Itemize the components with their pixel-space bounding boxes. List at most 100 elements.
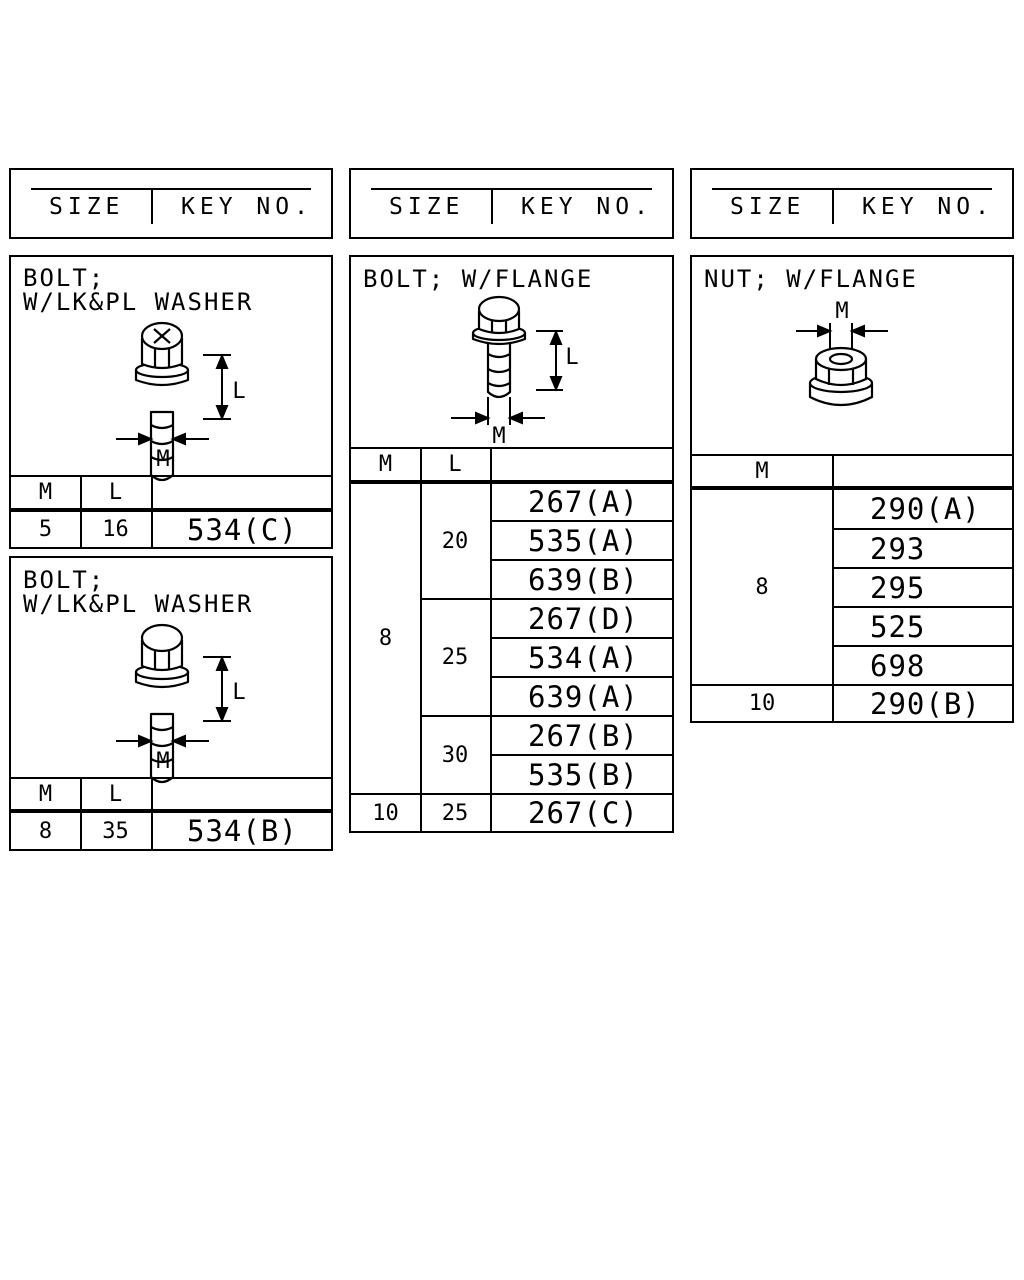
table-divider xyxy=(80,475,82,547)
col-l-header: L xyxy=(448,452,462,477)
cell-l: 25 xyxy=(441,800,469,826)
table-rule xyxy=(832,528,1012,530)
cell-key-no: 534(C) xyxy=(187,512,298,547)
col-m-header: M xyxy=(755,458,769,484)
header-box-left: SIZE KEY NO. xyxy=(9,168,333,239)
col-l-header: L xyxy=(108,480,123,505)
nut-flange-icon xyxy=(796,323,888,407)
table-rule xyxy=(490,676,672,678)
table-rule xyxy=(11,777,331,779)
table-rule xyxy=(832,567,1012,569)
cell-l: 20 xyxy=(441,528,469,554)
cell-key-no: 295 xyxy=(870,570,926,605)
size-label: SIZE xyxy=(389,194,465,220)
cell-key-no: 290(A) xyxy=(870,492,981,526)
panel-title-line1: BOLT; xyxy=(23,264,106,292)
cell-l: 30 xyxy=(441,742,469,768)
table-rule xyxy=(832,645,1012,647)
dimension-m-label: M xyxy=(156,446,170,472)
table-rule xyxy=(11,508,331,512)
table-rule xyxy=(692,486,1012,490)
table-rule xyxy=(490,754,672,756)
cell-key-no: 534(A) xyxy=(528,640,639,675)
table-rule xyxy=(692,684,1012,686)
cell-key-no: 267(C) xyxy=(528,796,639,830)
panel-title-line2: W/LK&PL WASHER xyxy=(23,590,254,618)
bolt-washer-head-icon xyxy=(116,623,231,784)
table-divider xyxy=(420,447,422,831)
table-rule xyxy=(420,598,672,600)
cell-m: 8 xyxy=(378,626,393,651)
panel-title-line1: BOLT; xyxy=(23,566,106,594)
col-m-header: M xyxy=(378,452,393,477)
dimension-m-label: M xyxy=(156,748,170,774)
cell-l: 35 xyxy=(102,818,129,844)
key-no-label: KEY NO. xyxy=(181,194,313,220)
col-l-header: L xyxy=(108,781,123,807)
size-label: SIZE xyxy=(49,194,125,220)
key-no-label: KEY NO. xyxy=(862,194,994,220)
cell-key-no: 639(B) xyxy=(528,562,639,597)
table-rule xyxy=(832,606,1012,608)
header-rule xyxy=(31,188,311,190)
table-divider xyxy=(490,447,492,831)
cell-l: 16 xyxy=(102,517,129,542)
cell-key-no: 535(B) xyxy=(528,757,639,792)
table-divider xyxy=(832,454,834,721)
table-rule xyxy=(351,447,672,449)
panel-nut-flange: NUT; W/FLANGE M M 8 10 290(A) 293 295 52… xyxy=(690,255,1014,723)
cell-key-no: 698 xyxy=(870,648,926,683)
cell-key-no: 290(B) xyxy=(870,686,981,721)
bolt-flange-icon xyxy=(451,295,563,425)
cell-key-no: 535(A) xyxy=(528,523,639,558)
table-divider xyxy=(151,475,153,547)
panel-bolt-washer-cross: BOLT; W/LK&PL WASHER L M xyxy=(9,255,333,549)
table-rule xyxy=(351,793,672,795)
dimension-l-label: L xyxy=(232,378,246,404)
table-rule xyxy=(420,715,672,717)
table-rule xyxy=(490,520,672,522)
table-rule xyxy=(490,637,672,639)
header-divider xyxy=(491,188,493,224)
cell-key-no: 525 xyxy=(870,609,926,644)
header-box-right: SIZE KEY NO. xyxy=(690,168,1014,239)
cell-key-no: 267(D) xyxy=(528,601,639,636)
table-divider xyxy=(80,777,82,849)
table-rule xyxy=(351,480,672,484)
table-divider xyxy=(151,777,153,849)
table-rule xyxy=(11,809,331,813)
cell-m: 5 xyxy=(38,517,53,542)
cell-key-no: 267(B) xyxy=(528,718,639,753)
cell-m: 8 xyxy=(38,818,53,844)
col-m-header: M xyxy=(38,480,53,505)
table-rule xyxy=(692,454,1012,456)
header-rule xyxy=(712,188,992,190)
dimension-m-label: M xyxy=(835,298,849,324)
panel-bolt-washer-plain: BOLT; W/LK&PL WASHER L M xyxy=(9,556,333,851)
table-rule xyxy=(490,559,672,561)
header-divider xyxy=(151,188,153,224)
cell-key-no: 267(A) xyxy=(528,485,639,519)
cell-m: 10 xyxy=(748,691,776,716)
dimension-l-label: L xyxy=(565,344,579,370)
col-m-header: M xyxy=(38,781,53,807)
panel-title-line2: W/LK&PL WASHER xyxy=(23,288,254,316)
cell-m: 10 xyxy=(372,800,399,826)
panel-title: BOLT; W/FLANGE xyxy=(363,265,594,293)
header-rule xyxy=(371,188,652,190)
cell-key-no: 293 xyxy=(870,531,926,566)
key-no-label: KEY NO. xyxy=(521,194,653,220)
header-divider xyxy=(832,188,834,224)
dimension-l-label: L xyxy=(232,679,246,705)
cell-l: 25 xyxy=(441,645,469,670)
table-rule xyxy=(11,475,331,477)
bolt-cross-head-icon xyxy=(116,321,231,482)
dimension-m-label: M xyxy=(492,423,506,449)
panel-title: NUT; W/FLANGE xyxy=(704,265,918,293)
cell-m: 8 xyxy=(755,574,769,600)
header-box-middle: SIZE KEY NO. xyxy=(349,168,674,239)
size-label: SIZE xyxy=(730,194,806,220)
cell-key-no: 639(A) xyxy=(528,679,639,714)
cell-key-no: 534(B) xyxy=(187,814,298,848)
panel-bolt-flange: BOLT; W/FLANGE L M M xyxy=(349,255,674,833)
